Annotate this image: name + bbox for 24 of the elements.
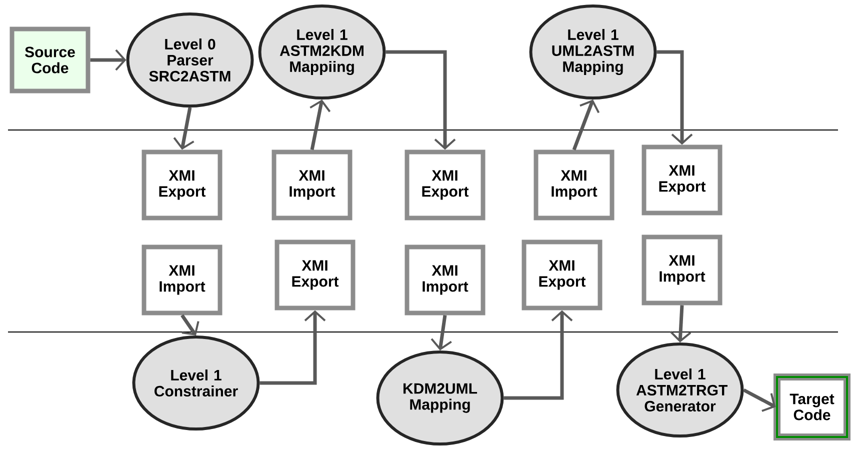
- process-box: XMI Import: [272, 150, 352, 220]
- process-box: XMI Export: [404, 150, 486, 220]
- process-box: XMI Import: [642, 234, 722, 306]
- arrow: [504, 310, 573, 400]
- process-box: XMI Export: [274, 240, 356, 310]
- source-box: Source Code: [10, 26, 90, 94]
- arrow: [310, 100, 331, 150]
- process-box: XMI Export: [142, 150, 222, 220]
- process-box: XMI Export: [522, 240, 602, 310]
- arrow: [742, 388, 776, 412]
- arrow: [180, 314, 200, 336]
- process-box: XMI Import: [534, 150, 614, 220]
- process-box: XMI Export: [642, 144, 722, 216]
- arrow: [260, 310, 326, 385]
- arrow: [173, 107, 194, 150]
- process-box: XMI Import: [404, 244, 486, 316]
- process-box: XMI Import: [142, 244, 222, 316]
- arrow: [386, 50, 456, 150]
- arrow: [430, 315, 452, 350]
- target-box: Target Code: [774, 374, 850, 440]
- arrow: [572, 100, 600, 150]
- arrow: [670, 305, 692, 342]
- arrow: [656, 50, 693, 145]
- arrow: [90, 49, 126, 71]
